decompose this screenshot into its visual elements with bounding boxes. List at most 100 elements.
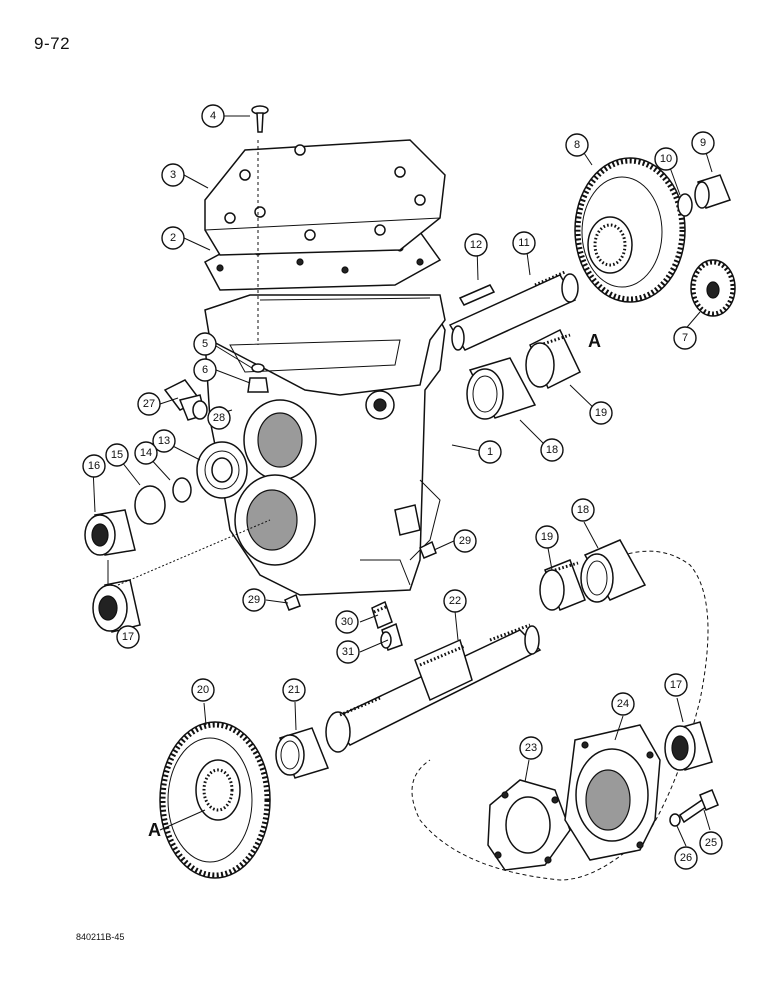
driven-gear-upper — [574, 157, 686, 303]
svg-text:9: 9 — [700, 137, 706, 149]
callout-3: 3 — [161, 163, 185, 187]
page-number: 9-72 — [34, 34, 71, 53]
oil-seal-right — [664, 721, 713, 771]
svg-text:10: 10 — [660, 153, 672, 165]
svg-text:31: 31 — [342, 646, 354, 658]
svg-text:18: 18 — [577, 504, 589, 516]
callout-5: 5 — [193, 332, 217, 356]
lock-washer — [669, 813, 681, 827]
svg-text:5: 5 — [202, 338, 208, 350]
bearing-retainer — [564, 724, 661, 861]
plug-lower — [284, 593, 301, 611]
drain-plug — [371, 600, 393, 630]
svg-text:15: 15 — [111, 449, 123, 461]
callout-28: 28 — [207, 406, 231, 430]
svg-text:8: 8 — [574, 139, 580, 151]
plug-right — [419, 540, 437, 559]
svg-text:26: 26 — [680, 852, 692, 864]
svg-text:24: 24 — [617, 698, 629, 710]
snap-ring-inner — [172, 477, 192, 503]
oil-seal-lower-left — [92, 579, 141, 633]
oil-seal-left — [84, 509, 136, 556]
assembly-marker-lower: A — [148, 820, 161, 840]
svg-text:12: 12 — [470, 239, 482, 251]
callout-4: 4 — [201, 104, 225, 128]
pinion-shaft — [448, 270, 579, 351]
svg-text:27: 27 — [143, 398, 155, 410]
callout-29-lower: 29 — [242, 588, 266, 612]
fitting — [380, 622, 403, 651]
callout-6: 6 — [193, 358, 217, 382]
callout-17-left: 17 — [116, 625, 140, 649]
svg-text:14: 14 — [140, 447, 152, 459]
svg-text:23: 23 — [525, 742, 537, 754]
bushing — [694, 174, 731, 209]
snap-ring-outer — [134, 485, 166, 525]
callout-11: 11 — [512, 231, 536, 255]
ball-bearing-left — [196, 441, 248, 499]
driven-gear-lower — [159, 721, 271, 879]
callout-16: 16 — [82, 454, 106, 478]
bearing-cup-lower — [580, 539, 647, 603]
svg-text:19: 19 — [595, 407, 607, 419]
gearbox-housing — [204, 294, 446, 596]
breather-plug — [163, 379, 208, 421]
bearing-cone-lower — [539, 559, 586, 611]
callout-15: 15 — [105, 443, 129, 467]
callout-27: 27 — [137, 392, 161, 416]
svg-text:3: 3 — [170, 169, 176, 181]
callout-10: 10 — [654, 147, 678, 171]
key — [458, 284, 496, 306]
callout-12: 12 — [464, 233, 488, 257]
svg-text:4: 4 — [210, 110, 216, 122]
nut-and-washer — [247, 363, 269, 393]
reference-code: 840211B-45 — [76, 932, 125, 942]
svg-text:29: 29 — [459, 535, 471, 547]
bolt — [679, 789, 719, 824]
capscrew — [251, 105, 269, 345]
retainer-gasket — [487, 779, 571, 871]
cover-plate — [204, 139, 446, 256]
svg-text:2: 2 — [170, 232, 176, 244]
callout-19-lower: 19 — [535, 525, 559, 549]
bearing-cup-bottom — [275, 727, 330, 779]
callout-30: 30 — [335, 610, 359, 634]
svg-text:7: 7 — [682, 332, 688, 344]
callout-22: 22 — [443, 589, 467, 613]
snap-ring-gear — [677, 193, 693, 217]
svg-text:11: 11 — [518, 237, 529, 249]
callout-17-right: 17 — [664, 673, 688, 697]
callout-18-lower: 18 — [571, 498, 595, 522]
svg-text:13: 13 — [158, 435, 170, 447]
callout-26: 26 — [674, 846, 698, 870]
svg-text:29: 29 — [248, 594, 260, 606]
callout-20: 20 — [191, 678, 215, 702]
assembly-marker-upper: A — [588, 331, 601, 351]
svg-text:17: 17 — [122, 631, 134, 643]
callout-2: 2 — [161, 226, 185, 250]
callout-31: 31 — [336, 640, 360, 664]
svg-text:16: 16 — [88, 460, 100, 472]
callout-23: 23 — [519, 736, 543, 760]
callout-24: 24 — [611, 692, 635, 716]
callout-13: 13 — [152, 429, 176, 453]
callout-19-upper: 19 — [589, 401, 613, 425]
svg-text:17: 17 — [670, 679, 682, 691]
svg-text:20: 20 — [197, 684, 209, 696]
drive-gear-small — [690, 259, 736, 317]
callout-21: 21 — [282, 678, 306, 702]
svg-text:28: 28 — [213, 412, 225, 424]
svg-text:1: 1 — [487, 446, 493, 458]
svg-text:30: 30 — [341, 616, 353, 628]
svg-text:18: 18 — [546, 444, 558, 456]
callout-25: 25 — [699, 831, 723, 855]
callout-9: 9 — [691, 131, 715, 155]
bearing-cup-upper — [466, 357, 537, 420]
svg-text:22: 22 — [449, 595, 461, 607]
output-shaft — [325, 623, 542, 753]
svg-text:6: 6 — [202, 364, 208, 376]
svg-text:19: 19 — [541, 531, 553, 543]
svg-text:21: 21 — [288, 684, 300, 696]
callout-8: 8 — [565, 133, 589, 157]
